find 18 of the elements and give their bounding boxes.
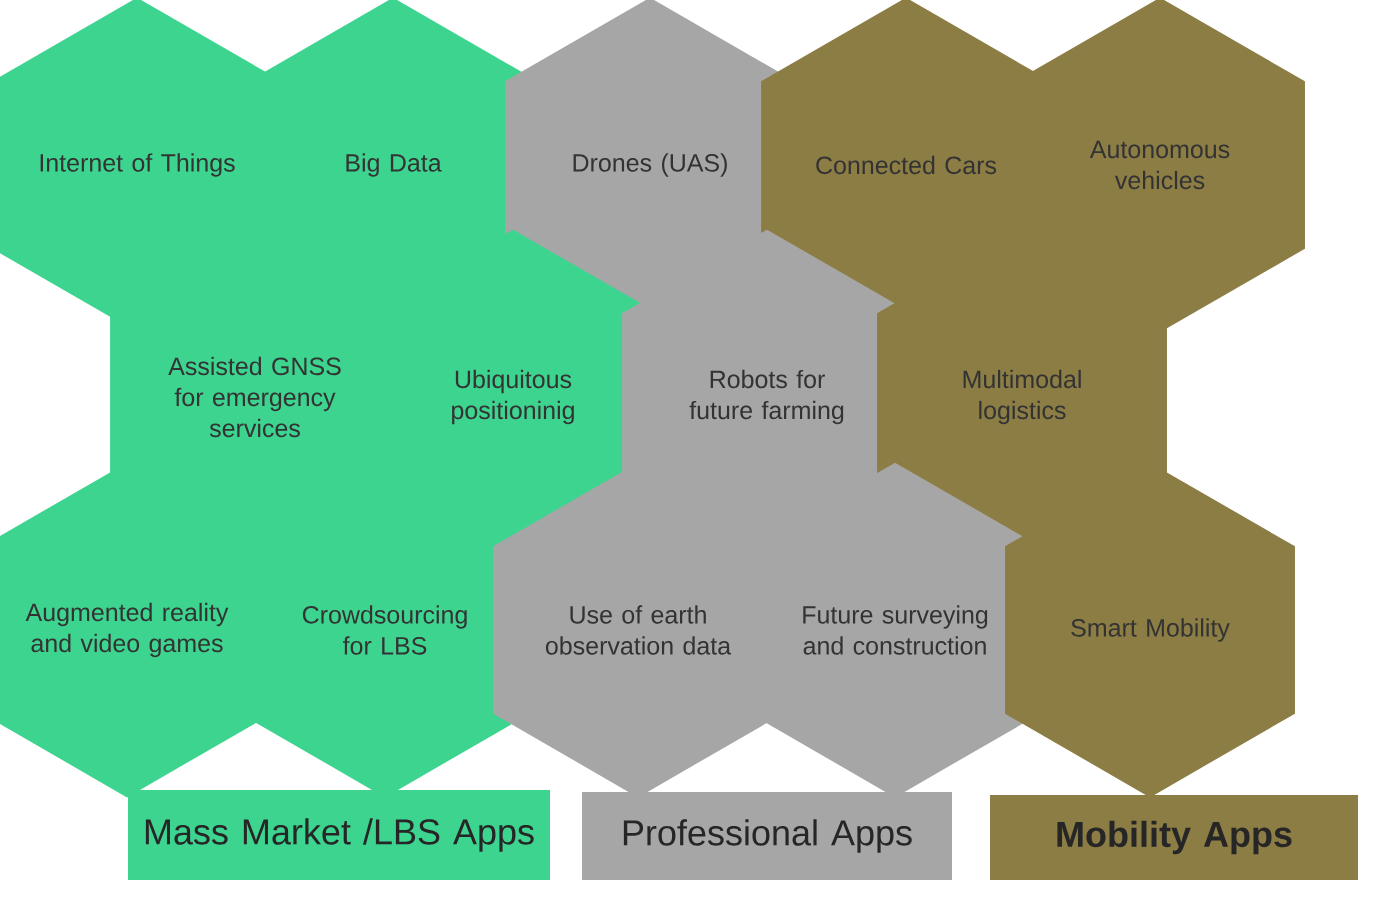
node-label: Assisted GNSS for emergency services <box>168 356 341 438</box>
legend-box: Mass Market /LBS Apps <box>128 790 550 880</box>
legend-box: Mobility Apps <box>990 795 1358 880</box>
node-label: Smart Mobility <box>1071 618 1230 642</box>
node-label: Robots for future farming <box>689 369 844 425</box>
node-label: Crowdsourcing for LBS <box>302 605 467 655</box>
node-label: Connected Cars <box>816 155 997 175</box>
node-label: Autonomous vehicles <box>1089 140 1230 190</box>
node-label: Drones (UAS) <box>573 153 727 177</box>
node-label: Future surveying and construction <box>803 605 988 655</box>
node-label: Internet of Things <box>40 153 235 177</box>
legend-box: Professional Apps <box>582 792 952 880</box>
node-label: Use of earth observation data <box>545 605 732 655</box>
node-label: Big Data <box>346 153 442 177</box>
hexagon: Autonomous vehicles <box>1015 0 1305 333</box>
node-label: Multimodal logistics <box>963 369 1081 425</box>
node-label: Augmented reality and video games <box>25 602 229 658</box>
node-label: Ubiquitous positioninig <box>452 369 574 425</box>
